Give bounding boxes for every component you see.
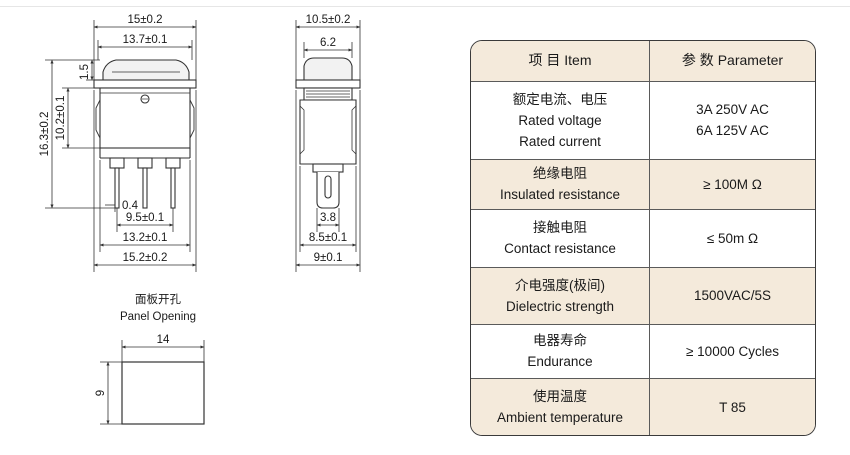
- spec-item-text: Contact resistance: [504, 241, 616, 256]
- spec-value-text: 3A 250V AC: [696, 102, 769, 117]
- dim-rocker-height: 1.5: [79, 64, 91, 80]
- spec-item-text: 接触电阻: [533, 220, 587, 235]
- spec-value-cell: ≤ 50m Ω: [649, 209, 815, 268]
- dim-pin-thickness: 0.4: [122, 200, 139, 212]
- dim-total-height: 16.3±0.2: [39, 112, 51, 157]
- spec-value-cell: ≥ 10000 Cycles: [649, 324, 815, 379]
- dim-top-width: 10.5±0.2: [306, 14, 351, 26]
- spec-value-cell: T 85: [649, 378, 815, 435]
- panel-opening-label-cn: 面板开孔: [135, 292, 181, 306]
- spec-value-text: ≥ 10000 Cycles: [686, 343, 779, 359]
- spec-item-text: Endurance: [527, 354, 593, 369]
- panel-opening-height: 9: [95, 390, 107, 396]
- spec-item-cell: 电器寿命 Endurance: [471, 324, 650, 379]
- table-row: 电器寿命 Endurance ≥ 10000 Cycles: [471, 324, 815, 379]
- spec-table: 项 目 Item 参 数 Parameter 额定电流、电压 Rated volt…: [470, 40, 816, 436]
- spec-item-text: 使用温度: [533, 389, 587, 405]
- table-row: 绝缘电阻 Insulated resistance ≥ 100M Ω: [471, 159, 815, 210]
- spec-value-cell: 3A 250V AC 6A 125V AC: [649, 81, 815, 160]
- spec-item-cell: 使用温度 Ambient temperature: [471, 378, 650, 435]
- spec-value-text: T 85: [719, 399, 746, 415]
- panel-opening-label-en: Panel Opening: [120, 311, 196, 323]
- dim-body-height: 10.2±0.1: [55, 96, 67, 141]
- spec-item-text: 绝缘电阻: [533, 166, 587, 181]
- spec-item-text: 电器寿命: [533, 333, 587, 348]
- spec-value-text: ≥ 100M Ω: [703, 176, 762, 192]
- header-parameter: 参 数 Parameter: [649, 41, 815, 82]
- spec-item-text: 额定电流、电压: [512, 91, 608, 107]
- spec-value-cell: 1500VAC/5S: [649, 267, 815, 325]
- spec-value-cell: ≥ 100M Ω: [649, 159, 815, 210]
- dim-pin-span: 13.2±0.1: [123, 232, 168, 244]
- dim-rocker-width: 13.7±0.1: [123, 34, 168, 46]
- panel-opening-shape: [121, 361, 205, 425]
- header-item: 项 目 Item: [471, 41, 650, 82]
- rocker-shape: [102, 59, 190, 81]
- spec-value-text: 6A 125V AC: [696, 123, 769, 138]
- spec-item-text: Dielectric strength: [505, 298, 615, 314]
- table-row: 接触电阻 Contact resistance ≤ 50m Ω: [471, 209, 815, 268]
- spec-item-cell: 绝缘电阻 Insulated resistance: [471, 159, 650, 210]
- dim-bezel-width: 15.2±0.2: [123, 252, 168, 264]
- spec-item-text: 介电强度(极间): [515, 277, 605, 293]
- spec-value-text: ≤ 50m Ω: [706, 230, 759, 246]
- dim-body-depth: 8.5±0.1: [309, 232, 347, 244]
- table-row: 介电强度(极间) Dielectric strength 1500VAC/5S: [471, 267, 815, 325]
- side-view: [295, 57, 361, 209]
- spec-value-text: 1500VAC/5S: [693, 288, 772, 303]
- dim-base-depth: 9±0.1: [314, 252, 343, 264]
- dim-terminal-width: 3.8: [320, 212, 336, 224]
- spec-item-cell: 接触电阻 Contact resistance: [471, 209, 650, 268]
- spec-item-text: Rated voltage: [518, 112, 602, 128]
- spec-item-text: Insulated resistance: [499, 187, 621, 202]
- bezel-flange: [93, 79, 197, 89]
- spec-item-text: Ambient temperature: [496, 410, 624, 426]
- table-row: 使用温度 Ambient temperature T 85: [471, 378, 815, 435]
- switch-body: [99, 87, 191, 149]
- dim-total-width: 15±0.2: [127, 14, 162, 26]
- front-view: [93, 59, 197, 209]
- spec-item-cell: 介电强度(极间) Dielectric strength: [471, 267, 650, 325]
- dim-rocker-depth: 6.2: [320, 37, 336, 49]
- spec-item-text: Rated current: [519, 133, 601, 149]
- panel-opening-width: 14: [157, 334, 170, 346]
- dim-pin-pitch: 9.5±0.1: [126, 212, 164, 224]
- technical-drawing: 15±0.2 13.7±0.1 1.5 10.2±0.1 16.3±0.2 0.…: [39, 14, 361, 425]
- top-divider: [0, 6, 850, 7]
